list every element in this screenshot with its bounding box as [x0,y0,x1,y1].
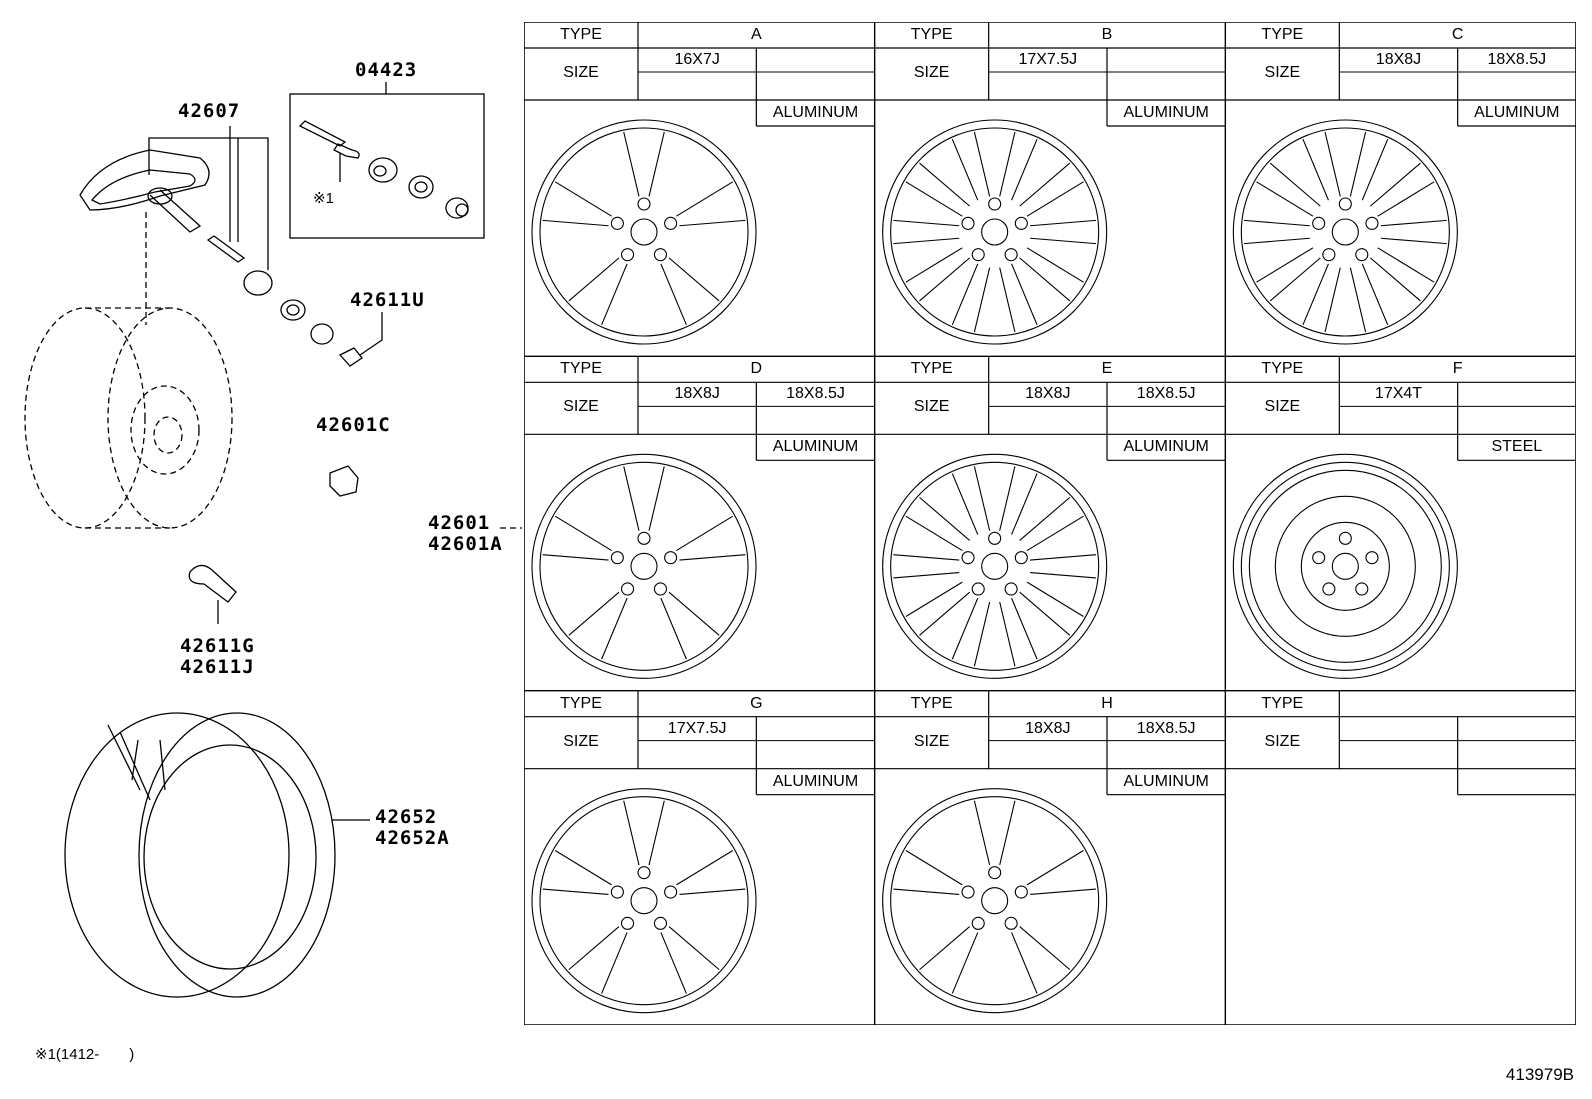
size-label: SIZE [1264,398,1301,416]
material-label: STEEL [1491,438,1543,456]
type-value: H [1101,694,1113,712]
type-value: B [1101,26,1113,43]
cap-icon [445,197,469,219]
tire-icon [64,712,370,998]
wheel-icon-G [531,788,757,1014]
size-value: 17X7.5J [1018,51,1078,68]
type-label: TYPE [1261,694,1304,712]
size-label: SIZE [1264,64,1301,81]
size-value: 18X8.5J [1136,719,1196,737]
part-number-42611J[interactable]: 42611J [180,656,255,678]
part-number-42601C[interactable]: 42601C [316,414,391,436]
type-label: TYPE [1261,360,1304,378]
wheel-icon-B [882,119,1108,345]
part-number-42652[interactable]: 42652 [375,806,438,828]
wheel-icon-E [882,453,1108,679]
size-label: SIZE [913,398,950,416]
wheel-icon-D [531,453,757,679]
material-label: ALUMINUM [772,104,859,121]
material-label: ALUMINUM [1474,104,1560,121]
type-value: F [1452,360,1463,378]
size-label: SIZE [913,64,950,81]
wheel-table-grid [523,21,1577,1026]
type-value: G [750,694,763,712]
type-label: TYPE [560,694,602,712]
valve-stem-icon [188,564,237,624]
size-label: SIZE [1264,732,1301,750]
part-number-42607[interactable]: 42607 [178,100,241,122]
wheel-icon-H [882,788,1108,1014]
material-label: ALUMINUM [772,772,859,790]
type-label: TYPE [910,26,953,43]
material-label: ALUMINUM [772,438,859,456]
size-label: SIZE [563,398,599,416]
size-value: 18X8J [674,385,720,403]
type-label: TYPE [910,694,953,712]
type-value: A [750,26,762,43]
size-value: 16X7J [674,51,720,68]
type-label: TYPE [560,360,602,378]
size-value: 17X7.5J [667,719,727,737]
wheel-icon-C [1232,119,1458,345]
size-label: SIZE [913,732,950,750]
wheel-icon-F [1232,453,1458,679]
size-value: 18X8J [1025,719,1071,737]
size-value: 18X8.5J [1487,51,1547,68]
type-label: TYPE [560,26,602,43]
part-number-42601A[interactable]: 42601A [428,533,503,555]
tpms-sensor-icon [79,149,246,263]
type-label: TYPE [910,360,953,378]
material-label: ALUMINUM [1123,772,1209,790]
part-number-42652A[interactable]: 42652A [375,827,450,849]
sensor-nut-icon [243,270,334,345]
type-value: C [1451,26,1464,43]
footnote: ※1(1412- ) [35,1046,135,1063]
type-value: D [750,360,763,378]
reference-mark: ※1 [313,190,334,207]
size-value: 18X8J [1375,51,1422,68]
type-value: E [1101,360,1113,378]
material-label: ALUMINUM [1123,438,1209,456]
valve-stem-icon [298,120,360,182]
wheel-icon-A [531,119,757,345]
hub-nut-icon [329,465,359,497]
size-value: 17X4T [1374,385,1423,403]
material-label: ALUMINUM [1123,104,1209,121]
wheel-outline [24,212,522,529]
part-number-42611U[interactable]: 42611U [350,289,425,311]
size-label: SIZE [563,64,599,81]
type-label: TYPE [1261,26,1304,43]
size-value: 18X8.5J [786,385,845,403]
size-label: SIZE [563,732,599,750]
drawing-id: 413979B [1505,1065,1574,1084]
size-value: 18X8.5J [1136,385,1196,403]
valve-kit-box [289,93,485,239]
size-value: 18X8J [1025,385,1071,403]
washer-icon [408,175,434,199]
part-number-04423[interactable]: 04423 [355,59,418,81]
part-number-42601[interactable]: 42601 [428,512,491,534]
wheel-type-table: TYPE A SIZE 16X7J ALUMINUM TYPE B SIZE 17X7.5J AL… [523,21,1577,1026]
valve-cap-icon [338,347,363,367]
grommet-icon [368,157,398,183]
part-number-42611G[interactable]: 42611G [180,635,255,657]
